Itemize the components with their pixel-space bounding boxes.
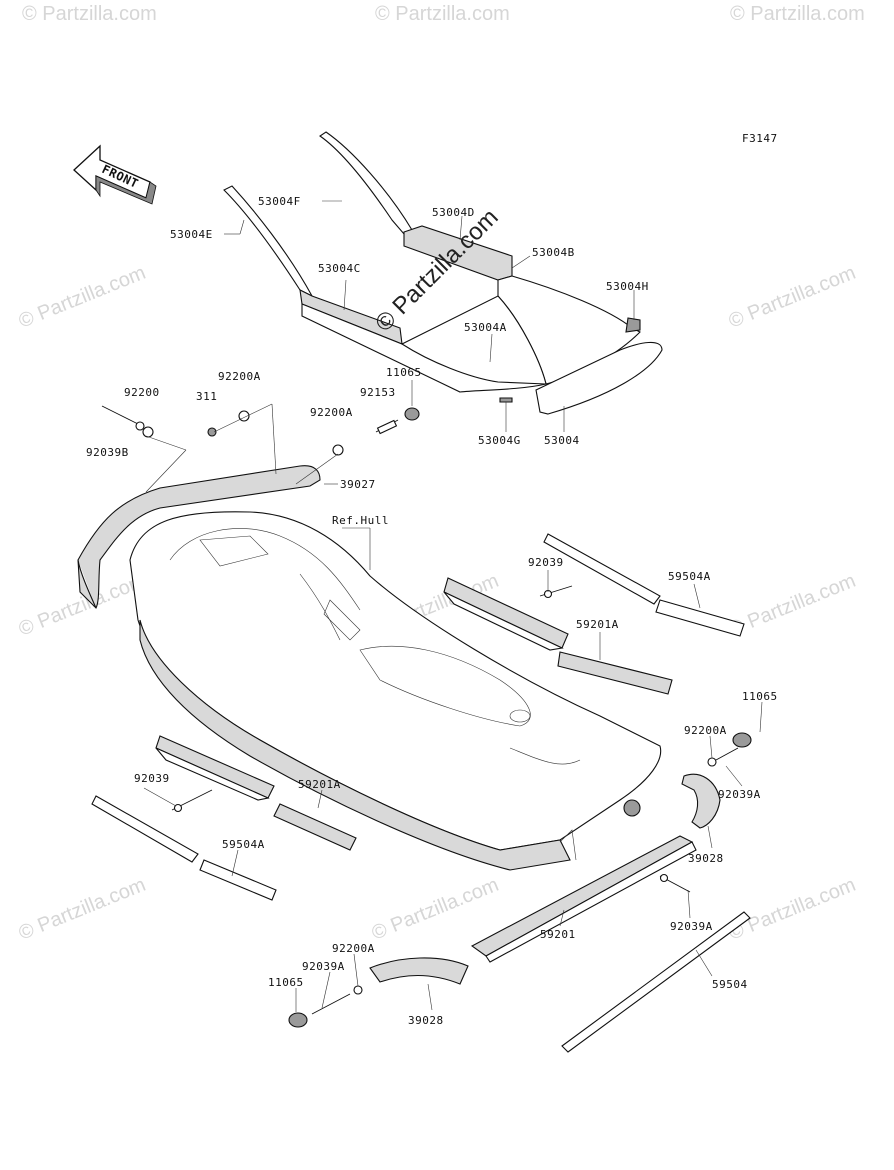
callout-92153: 92153 — [360, 386, 396, 399]
callout-92039A: 92039A — [670, 920, 713, 933]
callout-92200A: 92200A — [310, 406, 353, 419]
leader-lines — [143, 200, 763, 1012]
bottom-right-strips — [470, 835, 751, 1053]
callout-53004B: 53004B — [532, 246, 575, 259]
callout-92039B: 92039B — [86, 446, 129, 459]
callout-53004D: 53004D — [432, 206, 475, 219]
callout-53004: 53004 — [544, 434, 580, 447]
callout-53004H: 53004H — [606, 280, 649, 293]
callout-92200A: 92200A — [684, 724, 727, 737]
callout-53004G: 53004G — [478, 434, 521, 447]
left-strips — [91, 735, 357, 901]
front-arrow-icon: FRONT — [73, 144, 157, 205]
callout-ref-hull: Ref.Hull — [332, 514, 389, 527]
callout-53004A: 53004A — [464, 321, 507, 334]
callout-11065: 11065 — [742, 690, 778, 703]
deck-pads — [223, 131, 663, 415]
callout-92039: 92039 — [134, 772, 170, 785]
figure-code: F3147 — [742, 132, 778, 145]
callout-59201A: 59201A — [576, 618, 619, 631]
watermark: © Partzilla.com — [726, 262, 859, 333]
callout-92039A: 92039A — [302, 960, 345, 973]
watermark: © Partzilla.com — [730, 3, 865, 25]
watermark: © Partzilla.com — [22, 3, 157, 25]
callout-92200: 92200 — [124, 386, 160, 399]
callout-92200A: 92200A — [218, 370, 261, 383]
corner-bumper-right — [681, 732, 752, 829]
corner-bumper-left — [288, 957, 469, 1028]
right-strips — [443, 533, 745, 695]
callout-59504A: 59504A — [668, 570, 711, 583]
callout-59201: 59201 — [540, 928, 576, 941]
callout-11065: 11065 — [268, 976, 304, 989]
callout-53004F: 53004F — [258, 195, 301, 208]
callout-92039A: 92039A — [718, 788, 761, 801]
callout-59504A: 59504A — [222, 838, 265, 851]
watermark: © Partzilla.com — [726, 874, 859, 945]
rear-bumper-39027 — [77, 465, 321, 609]
watermark: © Partzilla.com — [16, 262, 149, 333]
callout-39028: 39028 — [408, 1014, 444, 1027]
watermark: © Partzilla.com — [726, 570, 859, 641]
callout-59201A: 59201A — [298, 778, 341, 791]
callout-53004C: 53004C — [318, 262, 361, 275]
callout-11065: 11065 — [386, 366, 422, 379]
callout-39028: 39028 — [688, 852, 724, 865]
callout-92200A: 92200A — [332, 942, 375, 955]
callout-311: 311 — [196, 390, 217, 403]
watermark: © Partzilla.com — [375, 3, 510, 25]
callout-59504: 59504 — [712, 978, 748, 991]
callout-39027: 39027 — [340, 478, 376, 491]
callout-92039: 92039 — [528, 556, 564, 569]
callout-labels: 53004F 53004D 53004E 53004B 53004C 53004… — [86, 195, 778, 1027]
hull-reference — [129, 511, 662, 871]
callout-53004E: 53004E — [170, 228, 213, 241]
bumper-hardware — [101, 403, 420, 493]
watermark: © Partzilla.com — [369, 874, 502, 945]
watermark: © Partzilla.com — [16, 874, 149, 945]
